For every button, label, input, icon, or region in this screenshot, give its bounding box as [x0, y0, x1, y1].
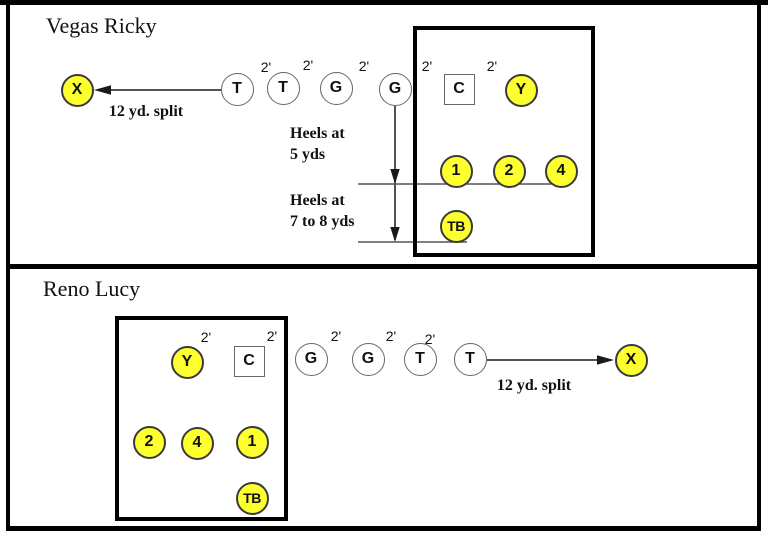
player-1: 1	[235, 425, 269, 459]
arrowhead-left-icon	[94, 85, 111, 95]
split-label-reno: 12 yd. split	[496, 377, 572, 394]
player-g: G	[319, 71, 353, 105]
player-t: T	[220, 72, 254, 106]
player-4: 4	[180, 426, 214, 460]
spacing-label: 2'	[266, 328, 278, 344]
annotation-line: Heels at	[290, 125, 345, 142]
annotation-line: 5 yds	[290, 146, 326, 163]
vegas-panel-title: Vegas Ricky	[46, 13, 157, 38]
player-tb: TB	[439, 209, 473, 243]
player-1: 1	[439, 154, 473, 188]
player-c: C	[443, 73, 475, 105]
panel-divider	[6, 264, 761, 269]
spacing-label: 2'	[302, 57, 314, 73]
arrowhead-down-icon	[390, 227, 400, 242]
spacing-label: 2'	[424, 331, 436, 347]
player-4: 4	[544, 154, 578, 188]
arrowhead-right-icon	[597, 355, 614, 365]
split-arrow-vegas	[94, 85, 221, 95]
formation-box-vegas	[413, 26, 595, 257]
player-y: Y	[170, 345, 204, 379]
reno-panel-title: Reno Lucy	[43, 276, 141, 301]
spacing-label: 2'	[260, 59, 272, 75]
player-t: T	[266, 71, 300, 105]
depth-arrow-vegas	[390, 105, 400, 242]
spacing-label: 2'	[486, 58, 498, 74]
player-x: X	[60, 73, 94, 107]
formation-box-reno	[115, 316, 288, 521]
player-2: 2	[492, 154, 526, 188]
spacing-label: 2'	[200, 329, 212, 345]
player-g: G	[294, 342, 328, 376]
spacing-label: 2'	[385, 328, 397, 344]
heels-7-8yd-label: Heels at 7 to 8 yds	[290, 190, 354, 232]
arrowhead-down-icon	[390, 169, 400, 184]
heels-5yd-label: Heels at 5 yds	[290, 123, 345, 165]
player-x: X	[614, 343, 648, 377]
player-g: G	[351, 342, 385, 376]
player-g: G	[378, 72, 412, 106]
frame-bottom-border	[6, 526, 761, 531]
spacing-label: 2'	[421, 58, 433, 74]
spacing-label: 2'	[330, 328, 342, 344]
frame-top-border	[0, 0, 768, 5]
annotation-line: Heels at	[290, 192, 345, 209]
spacing-label: 2'	[358, 58, 370, 74]
player-tb: TB	[235, 481, 269, 515]
split-label-vegas: 12 yd. split	[108, 103, 184, 120]
annotation-line: 7 to 8 yds	[290, 213, 355, 230]
player-t: T	[403, 342, 437, 376]
split-arrow-reno	[487, 355, 614, 365]
player-t: T	[453, 342, 487, 376]
player-c: C	[233, 345, 265, 377]
player-y: Y	[504, 73, 538, 107]
player-2: 2	[132, 425, 166, 459]
